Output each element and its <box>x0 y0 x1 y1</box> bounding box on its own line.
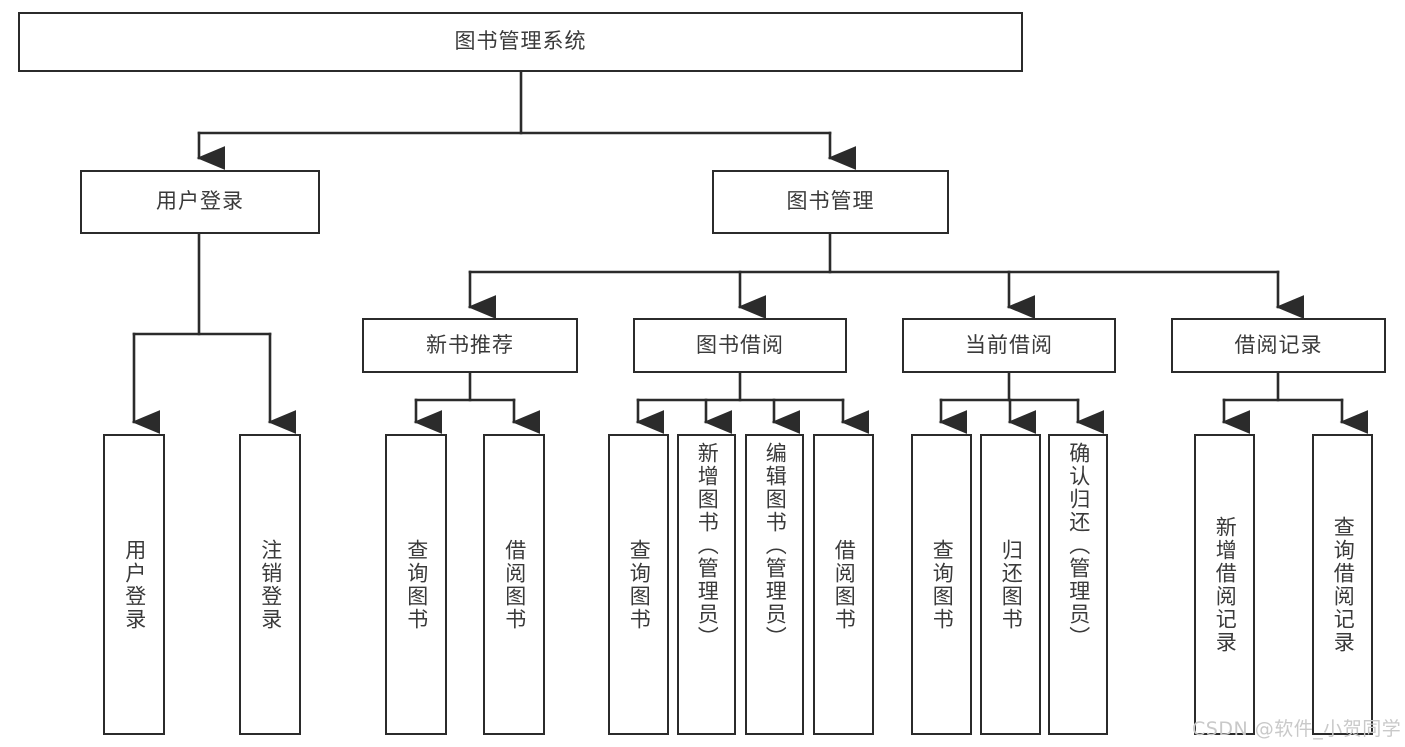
leaf-user-login-signout[interactable]: 注销登录 <box>239 434 301 735</box>
leaf-borrow-borrow-book[interactable]: 借阅图书 <box>813 434 874 735</box>
csdn-watermark: CSDN @软件_小贺同学 <box>1192 718 1402 740</box>
node-label: 归还图书 <box>999 538 1024 631</box>
leaf-user-login-signin[interactable]: 用户登录 <box>103 434 165 735</box>
leaf-current-confirm-return-admin[interactable]: 确认归还（管理员） <box>1048 434 1108 735</box>
node-label: 图书管理系统 <box>454 29 587 54</box>
node-user-login[interactable]: 用户登录 <box>80 170 320 234</box>
node-label: 查询图书 <box>627 538 652 631</box>
node-label: 新书推荐 <box>426 332 514 357</box>
node-book-management[interactable]: 图书管理 <box>712 170 949 234</box>
leaf-borrow-add-book-admin[interactable]: 新增图书（管理员） <box>677 434 736 735</box>
node-label: 确认归还（管理员） <box>1066 442 1091 649</box>
node-label: 图书管理 <box>786 189 875 214</box>
leaf-new-book-borrow[interactable]: 借阅图书 <box>483 434 545 735</box>
node-label: 用户登录 <box>156 189 244 214</box>
node-book-borrow[interactable]: 图书借阅 <box>633 318 847 373</box>
node-root-book-management-system[interactable]: 图书管理系统 <box>18 12 1023 72</box>
node-label: 当前借阅 <box>965 332 1053 357</box>
node-current-borrow[interactable]: 当前借阅 <box>902 318 1116 373</box>
node-label: 借阅记录 <box>1234 332 1323 357</box>
leaf-borrow-edit-book-admin[interactable]: 编辑图书（管理员） <box>745 434 804 735</box>
node-label: 借阅图书 <box>832 538 857 631</box>
leaf-record-add-borrow-record[interactable]: 新增借阅记录 <box>1194 434 1255 735</box>
node-label: 注销登录 <box>258 538 283 631</box>
node-borrow-record[interactable]: 借阅记录 <box>1171 318 1386 373</box>
node-label: 用户登录 <box>122 538 147 631</box>
leaf-current-return-book[interactable]: 归还图书 <box>980 434 1041 735</box>
node-label: 新增借阅记录 <box>1213 515 1238 654</box>
leaf-new-book-query[interactable]: 查询图书 <box>385 434 447 735</box>
node-label: 图书借阅 <box>696 332 784 357</box>
node-label: 借阅图书 <box>502 538 527 631</box>
leaf-record-query-borrow-record[interactable]: 查询借阅记录 <box>1312 434 1373 735</box>
node-label: 编辑图书（管理员） <box>763 442 788 649</box>
node-label: 查询借阅记录 <box>1331 515 1356 654</box>
leaf-current-query-book[interactable]: 查询图书 <box>911 434 972 735</box>
node-label: 查询图书 <box>404 538 429 631</box>
node-label: 查询图书 <box>930 538 955 631</box>
node-label: 新增图书（管理员） <box>695 442 720 649</box>
leaf-borrow-query-book[interactable]: 查询图书 <box>608 434 669 735</box>
node-new-book-recommend[interactable]: 新书推荐 <box>362 318 578 373</box>
